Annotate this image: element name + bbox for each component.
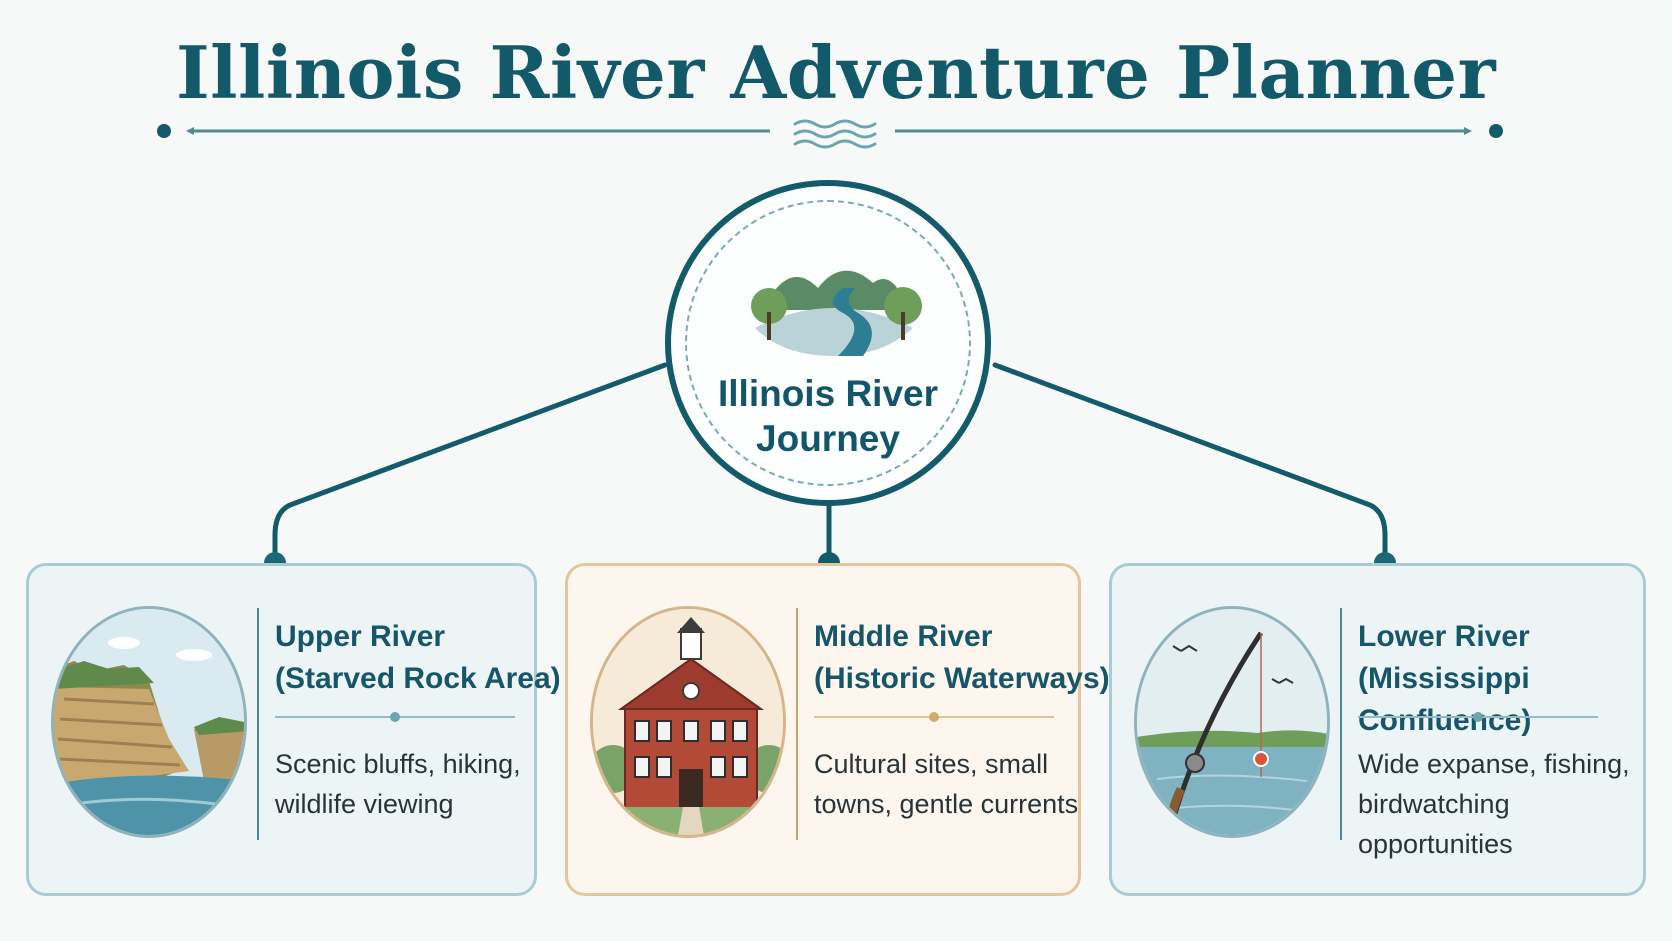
section-card-lower-river: Lower River (Mississippi Confluence) Wid… xyxy=(1109,563,1646,896)
section-title-line2: (Starved Rock Area) xyxy=(275,662,561,695)
hub-dashed-ring xyxy=(685,200,971,486)
section-description: Scenic bluffs, hiking, wildlife viewing xyxy=(275,749,521,819)
wave-icon xyxy=(793,119,877,149)
section-title: Upper River (Starved Rock Area) xyxy=(275,616,575,700)
section-title-line1: Lower River xyxy=(1358,620,1530,653)
section-card-upper-river: Upper River (Starved Rock Area) Scenic b… xyxy=(26,563,561,896)
card-divider xyxy=(1340,608,1342,840)
section-rule xyxy=(1358,712,1598,722)
section-title-line1: Upper River xyxy=(275,620,446,653)
hub-label-line1: Illinois River xyxy=(717,373,938,414)
historic-building-icon xyxy=(590,606,786,838)
section-description: Cultural sites, small towns, gentle curr… xyxy=(814,749,1079,819)
title-divider xyxy=(157,119,1503,149)
hub-label: Illinois River Journey xyxy=(671,371,985,461)
section-title-line2: (Mississippi Confluence) xyxy=(1358,662,1532,737)
card-divider xyxy=(796,608,798,840)
section-title-line1: Middle River xyxy=(814,620,993,653)
section-rule xyxy=(814,712,1054,722)
section-title: Middle River (Historic Waterways) xyxy=(814,616,1114,700)
page-title: Illinois River Adventure Planner xyxy=(175,30,1497,115)
fishing-rod-icon xyxy=(1134,606,1330,838)
river-landscape-icon xyxy=(751,270,922,356)
card-divider xyxy=(257,608,259,840)
section-card-middle-river: Middle River (Historic Waterways) Cultur… xyxy=(565,563,1110,896)
journey-hub: Illinois River Journey xyxy=(665,180,991,506)
section-title: Lower River (Mississippi Confluence) xyxy=(1358,616,1658,742)
section-rule xyxy=(275,712,515,722)
section-description: Wide expanse, fishing, birdwatching oppo… xyxy=(1358,749,1630,859)
bluffs-icon xyxy=(51,606,247,838)
hub-label-line2: Journey xyxy=(756,418,900,459)
section-title-line2: (Historic Waterways) xyxy=(814,662,1110,695)
